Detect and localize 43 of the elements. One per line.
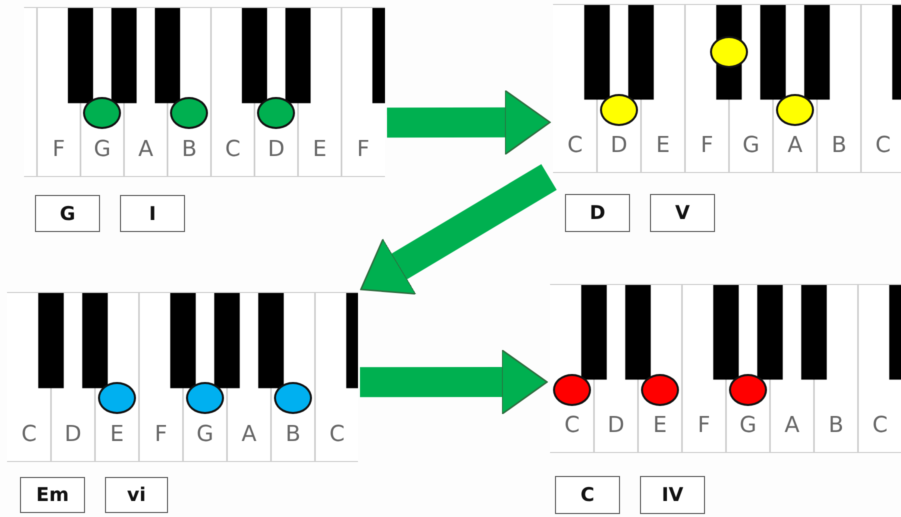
key-label: B xyxy=(830,134,848,158)
key-label: G xyxy=(92,138,112,162)
key-label: C xyxy=(563,414,581,438)
key-label: A xyxy=(783,414,801,438)
key-label: F xyxy=(51,138,66,162)
roman-numeral-box: V xyxy=(650,194,715,232)
chord-name-box: D xyxy=(565,194,630,232)
roman-numeral-box: I xyxy=(120,195,185,232)
key-label: C xyxy=(224,138,242,162)
key-label: F xyxy=(700,134,714,158)
chord-name-box: G xyxy=(35,195,100,232)
key-label: A xyxy=(240,423,258,447)
key-label: C xyxy=(871,414,889,438)
chord-name-box: Em xyxy=(20,477,85,513)
key-label: A xyxy=(137,138,154,162)
block-arrow xyxy=(360,164,557,295)
key-label: C xyxy=(328,423,346,447)
key-label: C xyxy=(20,423,38,447)
key-label: G xyxy=(741,134,761,158)
key-label: C xyxy=(874,134,892,158)
key-label: E xyxy=(655,134,671,158)
key-label: F xyxy=(154,423,168,447)
key-label: D xyxy=(64,423,82,447)
key-label: G xyxy=(738,414,758,438)
key-label: B xyxy=(827,414,845,438)
key-label: E xyxy=(312,138,328,162)
key-label: D xyxy=(266,138,286,162)
roman-numeral-box: vi xyxy=(105,477,168,513)
block-arrow xyxy=(360,349,548,415)
key-label: E xyxy=(109,423,125,447)
key-label: D xyxy=(610,134,628,158)
key-label: C xyxy=(566,134,584,158)
key-label: B xyxy=(284,423,302,447)
key-label: G xyxy=(195,423,215,447)
key-label: B xyxy=(180,138,198,162)
key-label: A xyxy=(786,134,804,158)
block-arrow xyxy=(386,90,551,156)
key-label: D xyxy=(606,414,626,438)
key-label: F xyxy=(696,414,712,438)
chord-name-box: C xyxy=(555,476,620,514)
key-label: E xyxy=(652,414,668,438)
roman-numeral-box: IV xyxy=(640,476,705,514)
key-label: F xyxy=(356,138,371,162)
